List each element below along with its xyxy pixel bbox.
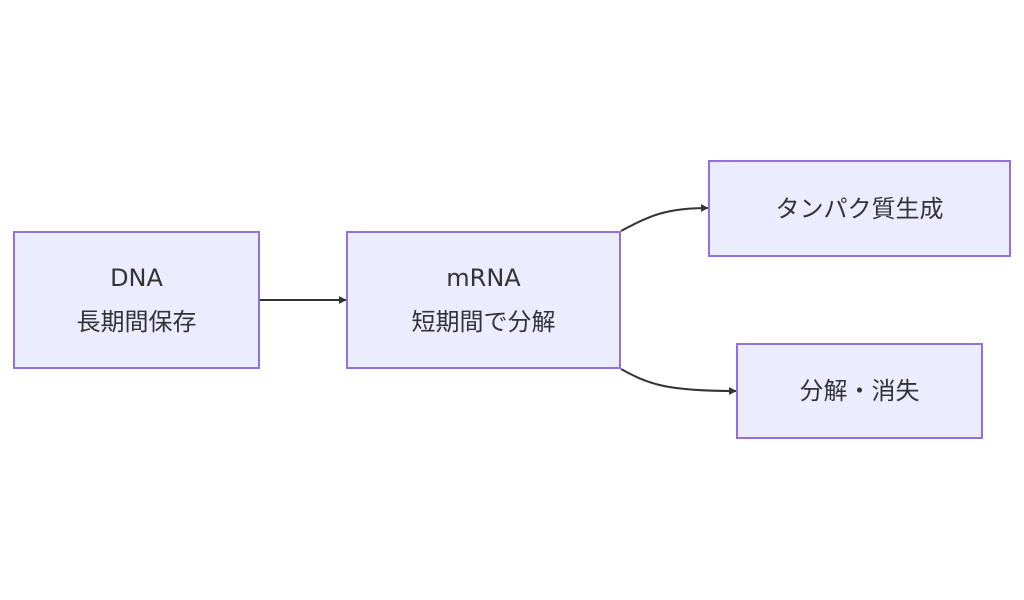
node-dna-title: DNA — [110, 264, 163, 292]
node-decay: 分解・消失 — [736, 343, 983, 439]
node-protein-label: タンパク質生成 — [775, 194, 944, 223]
node-mrna: mRNA 短期間で分解 — [346, 231, 621, 369]
edge-mrna-to-protein — [620, 204, 709, 232]
node-decay-label: 分解・消失 — [799, 377, 920, 405]
node-protein-synthesis: タンパク質生成 — [708, 160, 1011, 257]
edge-mrna-to-decay — [620, 368, 737, 395]
node-mrna-subtitle: 短期間で分解 — [411, 308, 556, 336]
node-mrna-title: mRNA — [446, 264, 521, 292]
node-dna: DNA 長期間保存 — [13, 231, 260, 369]
node-dna-subtitle: 長期間保存 — [76, 308, 197, 336]
